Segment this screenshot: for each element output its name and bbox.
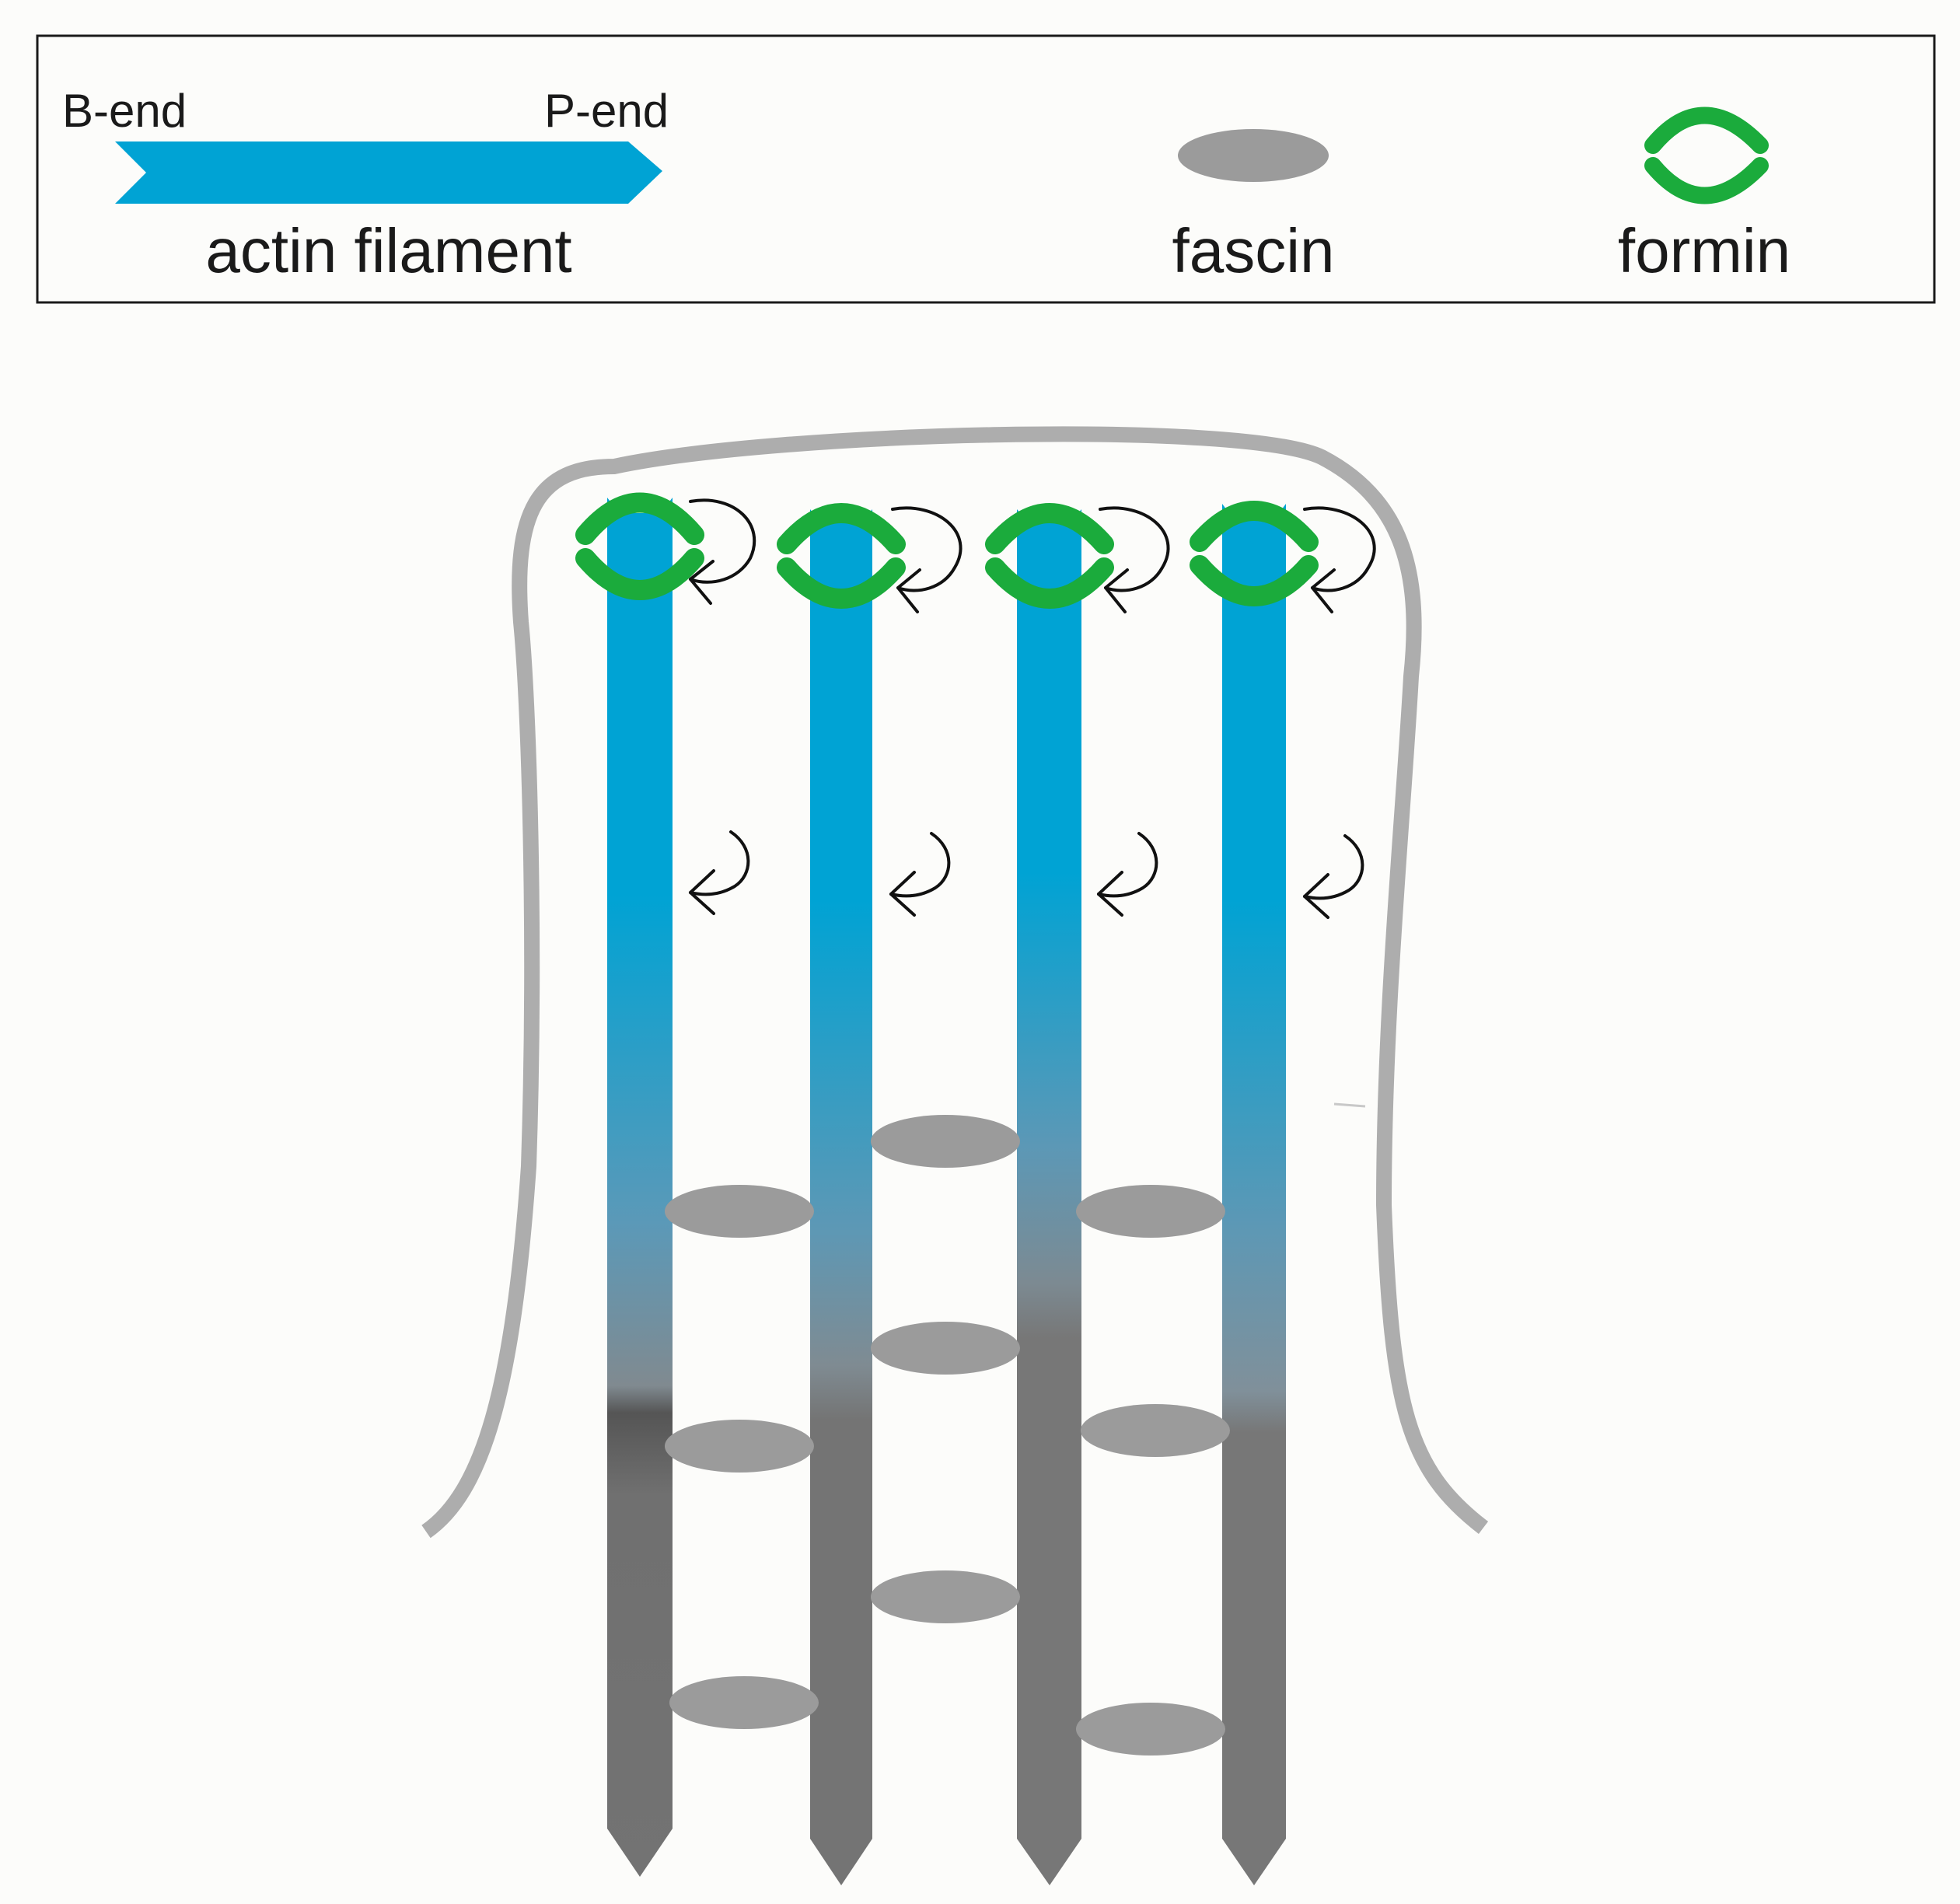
legend-frame [36,34,1936,304]
fascin-crosslinks [665,1115,1230,1756]
formin-3 [985,503,1114,609]
formin-label: formin [1618,216,1791,285]
curved-arrow-icon [1303,506,1376,613]
curved-arrow-icon [1097,832,1158,917]
actin-filament-4 [1222,504,1286,1885]
actin-filament-label: actin filament [205,216,571,285]
formin-2 [777,503,906,609]
fascin [669,1676,819,1729]
legend-actin-filament-arrow [115,141,662,204]
fascin [1076,1703,1225,1756]
fascin [1081,1404,1230,1457]
fascin [1076,1185,1225,1238]
fascin [665,1185,814,1238]
filament-1-barbed-notch [607,498,673,540]
fascin [871,1570,1020,1623]
formin-4 [1190,501,1319,606]
monomer-addition-arrows-top [689,498,1376,613]
legend-formin-shape [1644,107,1769,204]
fascin [665,1420,814,1473]
curved-arrow-icon [689,498,756,605]
curved-arrow-icon [1099,506,1170,613]
curved-arrow-icon [891,506,963,613]
membrane-mark [1333,1102,1366,1108]
actin-filament-2 [810,509,872,1885]
fascin [871,1322,1020,1375]
b-end-label: B-end [62,85,187,137]
fascin-label: fascin [1172,216,1335,285]
actin-filament-1 [607,498,673,1877]
p-end-label: P-end [544,85,669,137]
curved-arrow-icon [689,830,750,915]
legend-fascin-shape [1178,129,1329,182]
formin-1 [575,492,704,600]
curved-arrow-icon [1303,834,1364,919]
monomer-addition-arrows-middle [689,830,1364,919]
actin-filament-3 [1017,509,1081,1885]
cell-membrane [421,426,1489,1539]
fascin [871,1115,1020,1168]
curved-arrow-icon [889,832,951,917]
